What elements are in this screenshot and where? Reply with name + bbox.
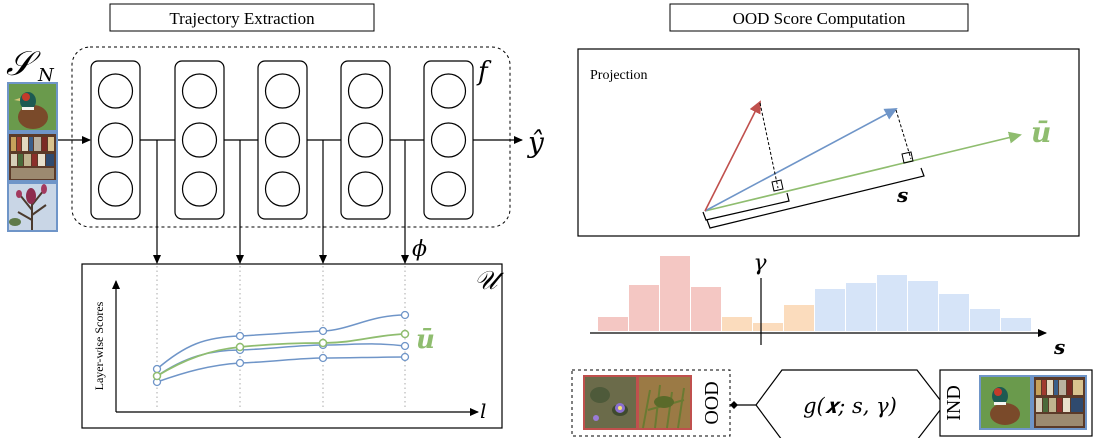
ood-sample-vector	[704, 100, 761, 212]
mean-vector-label: ū	[1031, 116, 1051, 149]
network-container	[71, 46, 511, 228]
bookshelf-image	[1032, 375, 1087, 430]
layer-1	[90, 60, 141, 220]
histogram-bar	[939, 294, 969, 331]
layer-5	[423, 60, 474, 220]
ind-projection-line	[895, 109, 912, 160]
ind-sample-vector	[704, 108, 898, 212]
trajectory-1	[156, 314, 406, 370]
mean-trajectory-label: ū	[416, 325, 435, 355]
ood-projection-line	[759, 102, 779, 189]
layer-3	[257, 60, 308, 220]
trajectory-3	[156, 356, 406, 383]
histogram-bar	[691, 287, 721, 331]
histogram-bar	[970, 309, 1000, 331]
grass-image	[637, 375, 692, 430]
histogram-bar	[1001, 318, 1031, 331]
pheasant-image	[7, 82, 58, 132]
ood-connector-head	[730, 401, 738, 409]
trajectories	[156, 314, 406, 383]
histogram-bar	[753, 323, 783, 331]
feature-arrows	[153, 140, 409, 264]
histogram-bar	[598, 317, 628, 331]
score-histogram	[598, 256, 1031, 331]
projection-title: Projection	[590, 68, 648, 83]
mean-trajectory	[156, 333, 406, 377]
layer-4	[340, 60, 391, 220]
ood-projection-bracket	[702, 192, 790, 221]
ood-score-panel: OOD Score Computation Projection ū s s γ…	[571, 3, 1093, 438]
title-box-right	[669, 3, 969, 32]
flower-image	[7, 182, 58, 232]
layer-2	[174, 60, 225, 220]
histogram-bar	[908, 281, 938, 331]
ood-label: OOD	[701, 381, 723, 424]
section-title: Trajectory Extraction	[169, 9, 315, 28]
histogram-bar	[846, 283, 876, 331]
y-axis-label: Layer-wise Scores	[92, 301, 106, 390]
histogram-bar	[877, 275, 907, 331]
trajectory-extraction-panel: Trajectory Extraction 𝒮 N	[6, 3, 545, 429]
network-layers	[90, 60, 474, 220]
flower-image	[583, 375, 638, 430]
histogram-bar	[629, 285, 659, 331]
mean-points	[152, 329, 410, 381]
output-label: ŷ	[526, 126, 545, 159]
section-title-right: OOD Score Computation	[733, 9, 906, 28]
x-axis-label: l	[480, 399, 486, 423]
ind-projection-bracket	[706, 167, 925, 229]
bookshelf-image	[7, 132, 58, 182]
projection-box	[577, 48, 1080, 237]
histogram-bar	[784, 305, 814, 331]
title-box	[109, 3, 375, 32]
threshold-label: γ	[753, 251, 767, 276]
input-set-label: 𝒮	[6, 44, 41, 84]
pheasant-image	[979, 375, 1032, 430]
ood-group-box	[571, 369, 731, 437]
decision-function-label: g(𝒙; s, γ)	[803, 394, 897, 418]
right-angle-ood	[771, 179, 784, 192]
feature-map-label: ϕ	[412, 237, 427, 262]
right-angle-ind	[901, 151, 914, 164]
input-images	[7, 82, 58, 232]
histogram-bar	[660, 256, 690, 331]
histogram-bar	[815, 289, 845, 331]
mean-vector	[704, 131, 1022, 212]
histogram-bar	[722, 317, 752, 331]
trajectory-points	[152, 310, 410, 387]
network-label: f	[476, 57, 492, 87]
input-set-subscript: N	[37, 65, 55, 86]
projection-score-label: s	[896, 183, 908, 207]
histogram-axis-label: s	[1053, 335, 1065, 359]
ind-label: IND	[943, 385, 965, 421]
